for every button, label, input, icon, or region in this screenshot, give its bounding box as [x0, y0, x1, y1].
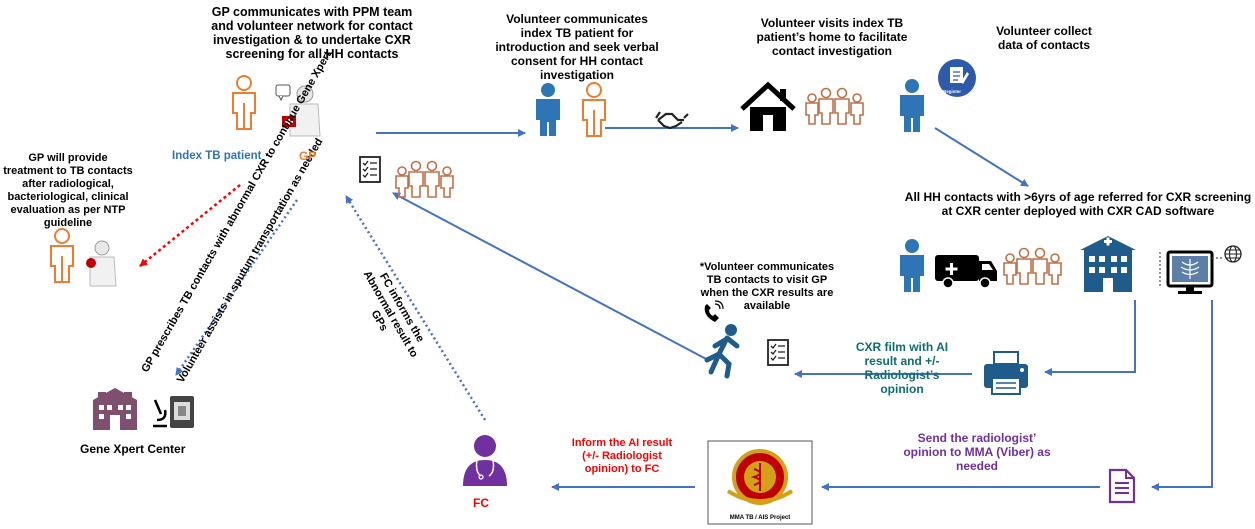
lab-building-icon — [93, 388, 137, 430]
person-icon — [50, 228, 74, 283]
person-icon — [232, 75, 256, 130]
person-icon — [536, 83, 560, 136]
arrow-hospital-to-printer — [1044, 300, 1136, 376]
globe-icon — [1224, 245, 1242, 263]
label-gene-xpert-center: Gene Xpert Center — [80, 442, 186, 456]
label-fc: FC — [473, 496, 489, 510]
mma-logo — [707, 440, 813, 525]
step-gp-treatment: GP will provide treatment to TB contacts… — [3, 152, 133, 229]
arrow-gp-to-genexpert — [174, 199, 299, 376]
hospital-icon — [1080, 236, 1136, 292]
doctor-icon — [275, 84, 321, 137]
step-volunteer-collect: Volunteer collect data of contacts — [996, 24, 1092, 52]
step-gp-communicates: GP communicates with PPM team and volunt… — [211, 5, 413, 61]
label-register: Register — [943, 89, 962, 94]
step-inform-ai: Inform the AI result (+/- Radiologist op… — [571, 437, 673, 475]
clipboard-icon — [359, 156, 381, 183]
label-mma-logo: MMA TB / AIS Project — [729, 515, 791, 521]
family-icon — [1003, 247, 1062, 285]
family-icon — [805, 87, 864, 125]
step-volunteer-results: *Volunteer communicates TB contacts to v… — [699, 261, 835, 312]
label-gp: GP — [299, 149, 317, 163]
runner-icon — [704, 324, 740, 379]
microscope-icon — [153, 399, 167, 428]
step-cxr-film: CXR film with AI result and +/-Radiologi… — [855, 340, 949, 396]
handshake-icon — [655, 111, 689, 130]
family-icon — [395, 160, 454, 198]
clipboard-icon — [767, 339, 789, 366]
house-icon — [740, 81, 796, 131]
xray-monitor-icon — [1159, 250, 1224, 294]
doctor-icon — [86, 240, 117, 287]
step-send-opinion: Send the radiologist’ opinion to MMA (Vi… — [903, 431, 1051, 473]
step-volunteer-visits: Volunteer visits index TB patient’s home… — [756, 16, 908, 58]
arrow-runner-to-gp — [392, 192, 709, 361]
person-icon — [582, 82, 606, 137]
arrow-register-to-hh — [934, 127, 1029, 187]
printer-icon — [984, 351, 1028, 395]
document-icon — [1108, 468, 1136, 504]
step-volunteer-communicates: Volunteer communicates index TB patient … — [495, 12, 659, 82]
register-icon — [938, 59, 976, 97]
person-icon — [900, 239, 924, 292]
label-index-patient: Index TB patient — [172, 150, 262, 162]
fc-doctor-icon — [463, 435, 507, 486]
step-hh-contacts-referred: All HH contacts with >6yrs of age referr… — [904, 190, 1252, 218]
arrow-fc-to-gp — [344, 195, 487, 421]
machine-icon — [170, 396, 194, 428]
ambulance-icon — [935, 255, 997, 289]
person-icon — [900, 79, 924, 132]
phone-icon — [704, 300, 724, 322]
arrow-monitor-to-document — [1151, 300, 1213, 491]
